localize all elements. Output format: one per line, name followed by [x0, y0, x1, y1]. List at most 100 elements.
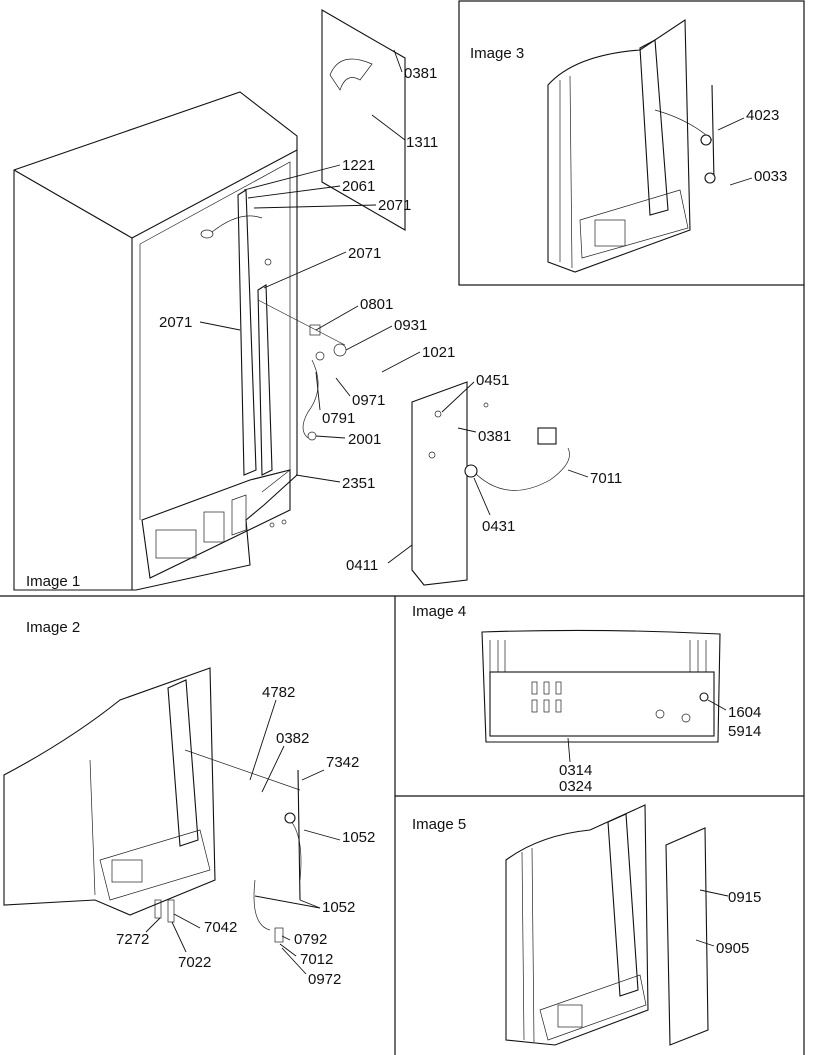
power-plug — [537, 427, 557, 445]
screw — [264, 258, 272, 266]
image1-title: Image 1 — [26, 573, 80, 590]
callout: 0033 — [754, 168, 787, 185]
hose-clamp — [200, 229, 214, 239]
drain-pan — [231, 494, 247, 536]
callout: 1052 — [342, 829, 375, 846]
callout: 7012 — [300, 951, 333, 968]
callout: 1021 — [422, 344, 455, 361]
compartment-cover-0314 — [489, 671, 715, 737]
image3-frame — [458, 0, 805, 286]
cabinet-outline — [13, 91, 298, 591]
fitting — [700, 134, 712, 146]
compressor — [557, 1004, 583, 1028]
tube-channel-right — [257, 284, 273, 476]
wire-harness — [302, 359, 319, 439]
image4-drawing: 1604 5914 0314 0324 Image 4 — [412, 603, 761, 795]
image2-title: Image 2 — [26, 619, 80, 636]
power-cord — [471, 447, 570, 491]
connector-2001 — [307, 431, 317, 441]
callout: 0411 — [346, 557, 378, 574]
callout: 2071 — [159, 314, 192, 331]
callout: 0972 — [308, 971, 341, 988]
machine-compartment — [579, 189, 689, 259]
cover-screw-1 — [655, 709, 665, 719]
cover-vents — [531, 681, 562, 713]
machine-compartment — [539, 974, 647, 1041]
callout: 1311 — [406, 134, 438, 151]
callout: 0451 — [476, 372, 509, 389]
callout: 0324 — [559, 778, 592, 795]
callout: 1052 — [322, 899, 355, 916]
callout: 0931 — [394, 317, 427, 334]
callout: 7272 — [116, 931, 149, 948]
image1-callouts: 0381 1311 1221 2061 2071 2071 2071 0801 … — [159, 65, 622, 574]
cover-screw-2 — [681, 713, 691, 723]
callout: 2351 — [342, 475, 375, 492]
screw-bottom-2 — [281, 519, 287, 525]
image1-leaders — [199, 49, 589, 564]
callout: 4023 — [746, 107, 779, 124]
tube-7342 — [297, 769, 301, 901]
compressor — [155, 529, 197, 559]
callout: 0381 — [478, 428, 511, 445]
valve-bracket — [315, 351, 325, 361]
clamp-7012 — [274, 927, 284, 943]
image2-drawing: 4782 0382 7342 1052 1052 7272 7042 0792 … — [3, 619, 375, 988]
cabinet-edge-2 — [569, 75, 573, 269]
valve-mount-line — [257, 299, 346, 346]
cabinet-back — [3, 667, 216, 916]
machine-compartment — [99, 829, 211, 901]
cabinet-back — [547, 18, 691, 273]
callout: 2071 — [348, 245, 381, 262]
tube-4023 — [711, 84, 715, 181]
callout: 7011 — [590, 470, 622, 487]
callout: 5914 — [728, 723, 761, 740]
image5-drawing: 0915 0905 Image 5 — [412, 804, 761, 1046]
fitting-top — [284, 812, 296, 824]
callout: 0801 — [360, 296, 393, 313]
drain-tube-4782 — [184, 749, 301, 791]
cabinet-edges — [521, 847, 535, 1043]
strain-relief-0431 — [464, 464, 478, 478]
cabinet-ribs-right — [689, 640, 707, 675]
callout: 0905 — [716, 940, 749, 957]
callout: 0431 — [482, 518, 515, 535]
tube-channel — [167, 679, 199, 847]
callout: 1604 — [728, 704, 761, 721]
screw-0451 — [483, 402, 489, 408]
screw-bottom-1 — [269, 522, 275, 528]
access-cover-0905 — [665, 827, 709, 1046]
bracket-7022 — [167, 899, 175, 923]
cabinet-edge — [89, 759, 96, 896]
tube-channel — [607, 813, 639, 997]
image3-title: Image 3 — [470, 45, 524, 62]
upper-cover-1311 — [321, 9, 406, 231]
cabinet-back-flange — [139, 161, 291, 493]
upper-cover-cutout — [329, 58, 373, 91]
callout: 0314 — [559, 762, 592, 779]
image3-drawing: 4023 0033 Image 3 — [470, 18, 787, 273]
callout: 0915 — [728, 889, 761, 906]
panel-hole-2 — [428, 451, 436, 459]
cabinet-back — [505, 804, 649, 1046]
bracket-0033 — [704, 172, 716, 184]
water-valve — [333, 343, 347, 357]
cabinet-ribs-left — [489, 640, 506, 675]
tube-channel-left — [237, 189, 257, 476]
compressor — [111, 859, 143, 883]
callout: 0381 — [404, 65, 437, 82]
callout: 7342 — [326, 754, 359, 771]
callout: 7022 — [178, 954, 211, 971]
callout: 0791 — [322, 410, 355, 427]
callout: 0971 — [352, 392, 385, 409]
callout: 2001 — [348, 431, 381, 448]
callout: 2061 — [342, 178, 375, 195]
callout: 0382 — [276, 730, 309, 747]
image4-title: Image 4 — [412, 603, 466, 620]
clip-0801 — [309, 324, 321, 336]
bracket-7272 — [154, 899, 162, 919]
callout: 0792 — [294, 931, 327, 948]
image1-drawing: 0381 1311 1221 2061 2071 2071 2071 0801 … — [13, 9, 622, 591]
